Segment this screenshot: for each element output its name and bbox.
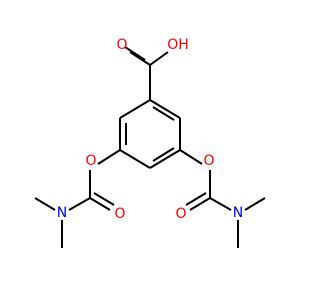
bond-right-n-to-methyl-top xyxy=(244,197,266,211)
left-carbamate-oxygen-label: O xyxy=(114,206,125,222)
ring-bond-bottom-left xyxy=(119,149,151,169)
bond-carboxyl-carbon-to-hydroxyl xyxy=(149,51,169,66)
molecule-structure: OH O O O O O N N xyxy=(34,37,266,248)
left-nitrogen-label: N xyxy=(57,205,67,221)
bond-ring-to-left-ether-o xyxy=(97,149,121,165)
left-ether-oxygen-label: O xyxy=(85,153,96,169)
ring-bond-bottom-right xyxy=(149,149,181,169)
bond-right-carbamate-carbon-to-o-b xyxy=(185,192,207,206)
molecule-canvas: OH O O O O O N N xyxy=(34,37,266,248)
bond-left-n-to-methyl-top xyxy=(34,197,56,211)
right-ether-oxygen-label: O xyxy=(203,153,214,169)
bond-right-carbamate-carbon-to-o-a xyxy=(189,197,211,211)
right-nitrogen-label: N xyxy=(233,205,243,221)
carbonyl-oxygen-label: O xyxy=(116,37,127,53)
bond-left-carbamate-carbon-to-n xyxy=(68,197,91,211)
ring-double-bond-bottom-right xyxy=(152,147,175,162)
bond-carboxyl-carbon-to-carbonyl-o-a xyxy=(129,51,151,66)
bond-right-carbamate-carbon-to-n xyxy=(209,197,232,211)
ring-bond-top-left xyxy=(119,99,151,119)
right-carbamate-oxygen-label: O xyxy=(175,206,186,222)
bond-carboxyl-carbon-to-carbonyl-o-b xyxy=(124,46,146,61)
bond-left-carbamate-carbon-to-o-b xyxy=(93,192,115,206)
bond-ring-to-right-ether-o xyxy=(179,149,203,165)
ring-bond-top-right xyxy=(149,99,181,119)
ring-double-bond-top-right xyxy=(152,106,175,121)
bond-left-carbamate-carbon-to-o-a xyxy=(89,197,111,211)
carboxyl-hydroxyl-label: OH xyxy=(167,37,189,53)
